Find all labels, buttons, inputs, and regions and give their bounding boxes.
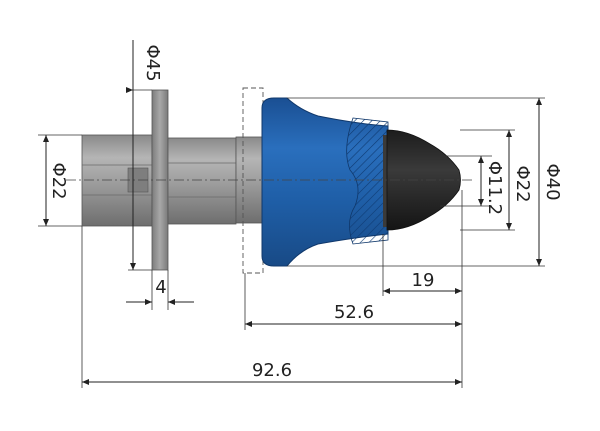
dim-19: 19 [382,190,463,296]
rear-shank [81,134,153,227]
label-phi45: Φ45 [142,44,163,81]
dim-52-6: 52.6 [244,273,463,330]
pick-body [261,97,389,267]
front-shank [167,136,263,225]
carbide-tip [383,129,461,231]
label-phi40: Φ40 [542,163,563,200]
dim-phi11-2: Φ11.2 [440,155,505,215]
label-phi22-left: Φ22 [48,162,69,199]
dim-4: 4 [126,270,194,310]
dim-phi45: Φ45 [128,40,163,271]
dim-phi40: Φ40 [287,97,563,267]
label-19: 19 [412,270,435,291]
label-phi22-right: Φ22 [512,165,533,202]
label-4: 4 [155,277,166,298]
section-hatch [346,117,389,245]
dim-phi22-right: Φ22 [460,129,533,231]
dim-92-6: 92.6 [81,226,463,388]
dim-phi22-left: Φ22 [38,134,82,227]
label-phi11-2: Φ11.2 [484,161,505,215]
label-92-6: 92.6 [252,360,292,381]
label-52-6: 52.6 [334,302,374,323]
